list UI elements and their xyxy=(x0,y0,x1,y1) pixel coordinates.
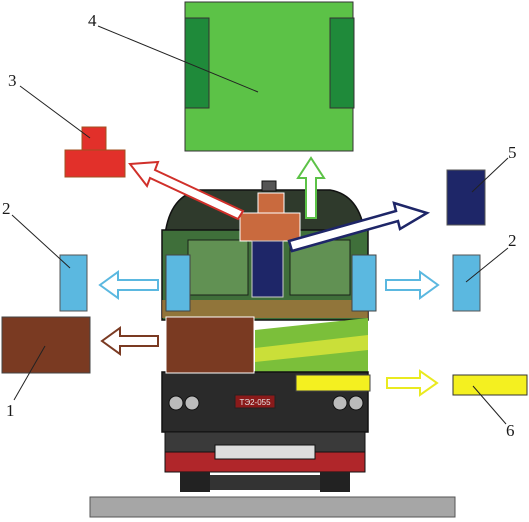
headlight-right-inner xyxy=(332,395,348,411)
body-stripe-orange xyxy=(162,300,368,318)
windshield-left xyxy=(187,239,249,296)
headlight-left-outer xyxy=(168,395,184,411)
coupler-plate xyxy=(214,444,316,460)
module-4 xyxy=(184,1,354,152)
module-2-left-on-loco xyxy=(165,254,191,312)
wheel-left xyxy=(180,472,210,492)
roof-horn xyxy=(261,180,277,192)
callout-3: 3 xyxy=(8,71,17,90)
module-5 xyxy=(446,169,486,226)
module-6 xyxy=(452,374,528,396)
headlight-left-inner xyxy=(184,395,200,411)
module-3-base xyxy=(64,149,126,178)
module-1-on-loco xyxy=(165,316,255,374)
arrow-diag-navy xyxy=(287,201,431,253)
leader-2-right xyxy=(465,247,509,283)
arrow-left-cyan xyxy=(98,270,159,300)
ground-rail xyxy=(89,496,456,518)
callout-4: 4 xyxy=(88,11,97,30)
leader-5 xyxy=(471,157,509,193)
module-6-on-loco xyxy=(295,374,371,392)
callout-2-left: 2 xyxy=(2,199,11,218)
leader-4 xyxy=(97,25,259,93)
module-3-base-on-loco xyxy=(239,212,301,242)
module-5-on-loco xyxy=(251,240,284,298)
leader-2-left xyxy=(11,214,71,269)
leader-3 xyxy=(19,85,91,139)
module-4-side-right xyxy=(329,17,355,109)
arrow-right-yellow xyxy=(386,369,439,397)
callout-2-right: 2 xyxy=(508,231,517,250)
leader-1 xyxy=(13,345,46,401)
bogie xyxy=(210,475,320,490)
leader-6 xyxy=(472,385,507,425)
module-2-right xyxy=(452,254,481,312)
module-1 xyxy=(1,316,91,374)
callout-6: 6 xyxy=(506,421,515,440)
arrow-right-cyan xyxy=(385,270,440,300)
arrow-up-green xyxy=(296,156,326,219)
number-plate xyxy=(234,394,276,409)
module-2-right-on-loco xyxy=(351,254,377,312)
callout-1: 1 xyxy=(6,401,15,420)
number-plate-text: ТЭ2-055 xyxy=(239,398,271,407)
callout-5: 5 xyxy=(508,143,517,162)
wheel-right xyxy=(320,472,350,492)
module-2-left xyxy=(59,254,88,312)
arrow-diag-red xyxy=(128,160,245,221)
headlight-right-outer xyxy=(348,395,364,411)
body-stripe-yellow xyxy=(255,335,368,362)
arrow-left-brown xyxy=(100,326,159,356)
module-3-top xyxy=(81,126,107,152)
module-3-on-loco xyxy=(257,192,285,214)
